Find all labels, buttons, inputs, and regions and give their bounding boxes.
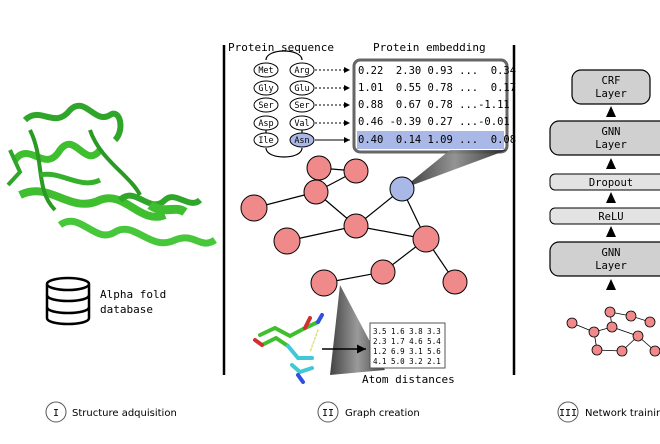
distance-matrix: 3.5 1.6 3.8 3.3 2.3 1.7 4.6 5.4 1.2 6.9 … [369,322,446,369]
svg-text:Ser: Ser [294,101,309,111]
svg-text:Ser: Ser [258,101,273,111]
embedding-projection-cone [402,150,507,189]
graph-node [343,158,369,184]
svg-text:Arg: Arg [294,66,309,76]
graph-node [412,225,440,253]
database-label-line1: Alpha fold [100,288,166,301]
svg-text:Val: Val [294,119,309,129]
database-label-line2: database [100,303,153,316]
caption-numeral-3: III [559,408,577,419]
layer-arrows [606,106,616,290]
layer-crf-label-1: CRF [602,75,621,87]
caption-graph: Graph creation [345,408,420,419]
protein-sequence-title: Protein sequence [228,41,334,54]
graph-node [240,194,268,222]
graph-nodes [240,155,468,297]
graph-node [370,259,396,285]
svg-text:Gly: Gly [258,84,273,94]
graph-node [273,227,301,255]
residue-right-val: Val [289,115,315,131]
residue-left-ser: Ser [253,97,279,113]
database-icon [45,276,91,326]
svg-text:Glu: Glu [294,84,309,94]
residue-right-arg: Arg [289,62,315,78]
svg-text:Asn: Asn [294,136,309,146]
atom-distances-label: Atom distances [362,373,455,386]
layer-gnn-bottom-label-2: Layer [595,260,627,272]
embedding-row-1: 0.22 2.30 0.93 ... 0.34 [358,65,516,77]
layer-gnn-top-label-1: GNN [602,126,621,138]
embedding-matrix: 0.22 2.30 0.93 ... 0.34 1.01 0.55 0.78 .… [352,58,516,154]
residue-right-glu: Glu [289,80,315,96]
layer-relu: ReLU [549,207,660,225]
layer-crf: CRF Layer [571,69,651,105]
distance-row-2: 2.3 1.7 4.6 5.4 [373,337,441,346]
residue-left-gly: Gly [253,80,279,96]
graph-node-highlighted [389,176,415,202]
embedding-row-3: 0.88 0.67 0.78 ...-1.11 [358,99,510,111]
distance-row-3: 1.2 6.9 3.1 5.6 [373,347,441,356]
layer-crf-label-2: Layer [595,88,627,100]
distance-row-4: 4.1 5.0 3.2 2.1 [373,357,441,366]
embedding-row-4: 0.46 -0.39 0.27 ...-0.01 [358,116,510,128]
graph-node [442,269,468,295]
svg-text:Met: Met [258,66,273,76]
residue-left-met: Met [253,62,279,78]
caption-numeral-circle-3 [557,401,579,423]
caption-network: Network training [585,408,660,419]
layer-gnn-bottom-label-1: GNN [602,247,621,259]
embedding-row-5: 0.40 0.14 1.09 ... 0.08 [358,134,516,146]
embedding-arrows [315,67,350,143]
graph-node [310,269,338,297]
layer-gnn-top-label-2: Layer [595,139,627,151]
graph-node [306,155,332,181]
layer-relu-label: ReLU [598,211,623,223]
caption-numeral-circle-2 [317,401,339,423]
molecule-illustration [253,313,324,384]
caption-numeral-2: II [322,408,334,419]
layer-gnn-top: GNN Layer [549,120,660,156]
graph-node [303,179,329,205]
protein-embedding-title: Protein embedding [373,41,486,54]
caption-numeral-circle-1 [45,401,67,423]
layer-dropout: Dropout [549,173,660,191]
svg-text:Asp: Asp [258,119,273,129]
distance-row-1: 3.5 1.6 3.8 3.3 [373,327,441,336]
residue-left-ile: Ile [253,132,279,148]
svg-text:Ile: Ile [258,136,273,146]
residue-right-ser: Ser [289,97,315,113]
residue-right-asn: Asn [289,132,315,148]
embedding-row-2: 1.01 0.55 0.78 ... 0.17 [358,82,516,94]
mini-graph [566,306,660,357]
layer-gnn-bottom: GNN Layer [549,241,660,277]
layer-dropout-label: Dropout [589,177,633,189]
protein-structure-illustration [6,102,217,247]
caption-numeral-1: I [53,408,59,419]
graph-node [343,213,369,239]
residue-left-asp: Asp [253,115,279,131]
caption-structure: Structure adquisition [72,408,177,419]
